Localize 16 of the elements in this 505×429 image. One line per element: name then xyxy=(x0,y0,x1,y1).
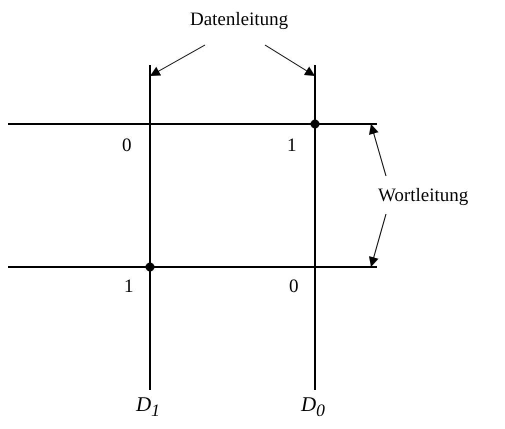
word-line xyxy=(8,123,377,125)
line-label: D$_{1}$ xyxy=(136,394,160,420)
data-line xyxy=(149,65,151,390)
data-line xyxy=(314,65,316,390)
bit-value: 1 xyxy=(124,277,134,296)
word-line xyxy=(8,266,377,268)
bit-value: 0 xyxy=(289,277,298,296)
leader-arrow xyxy=(368,214,386,268)
bit-value: 0 xyxy=(122,136,132,155)
line-caption: Datenleitung xyxy=(190,10,288,29)
line-label: D$_{0}$ xyxy=(301,394,325,420)
bit-value: 1 xyxy=(287,136,296,155)
line-caption: Wortleitung xyxy=(378,186,468,205)
leader-arrow xyxy=(264,44,316,76)
leader-arrow xyxy=(150,44,206,76)
leader-arrow xyxy=(368,124,386,176)
